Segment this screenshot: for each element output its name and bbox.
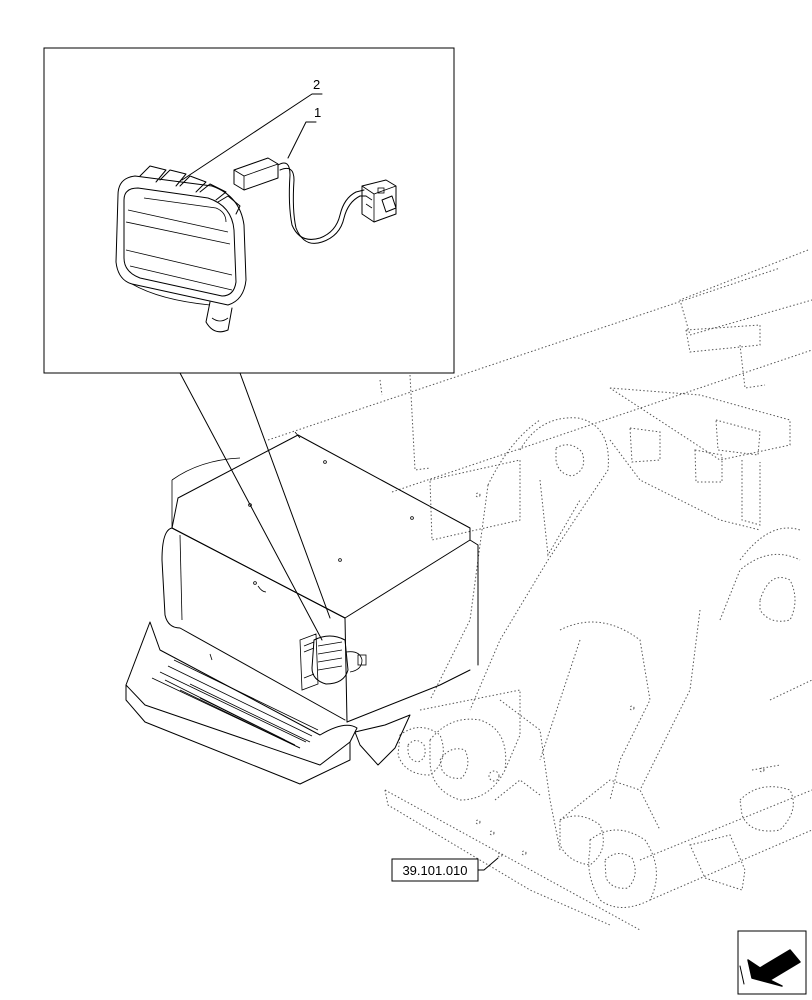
callout-2: 2 bbox=[181, 77, 323, 181]
access-step bbox=[125, 621, 411, 785]
callout-leader bbox=[287, 121, 317, 159]
inset-frame bbox=[43, 47, 455, 374]
cross-reference: 39.101.010 bbox=[391, 857, 499, 882]
inset-leader-right bbox=[239, 372, 331, 619]
reference-leader bbox=[477, 857, 499, 871]
work-light-detail bbox=[115, 165, 247, 333]
callout-leader bbox=[181, 93, 323, 181]
reference-label: 39.101.010 bbox=[402, 863, 467, 878]
cab-enclosure bbox=[161, 431, 479, 723]
detail-inset bbox=[43, 47, 455, 641]
work-light-installed bbox=[299, 633, 367, 691]
inset-leader-left bbox=[179, 372, 323, 641]
machine-frame bbox=[267, 249, 812, 931]
callout-number: 1 bbox=[314, 105, 321, 120]
wiring-harness-detail bbox=[233, 157, 397, 244]
callout-number: 2 bbox=[313, 77, 320, 92]
direction-arrow-icon[interactable] bbox=[737, 930, 807, 995]
callout-1: 1 bbox=[287, 105, 321, 159]
